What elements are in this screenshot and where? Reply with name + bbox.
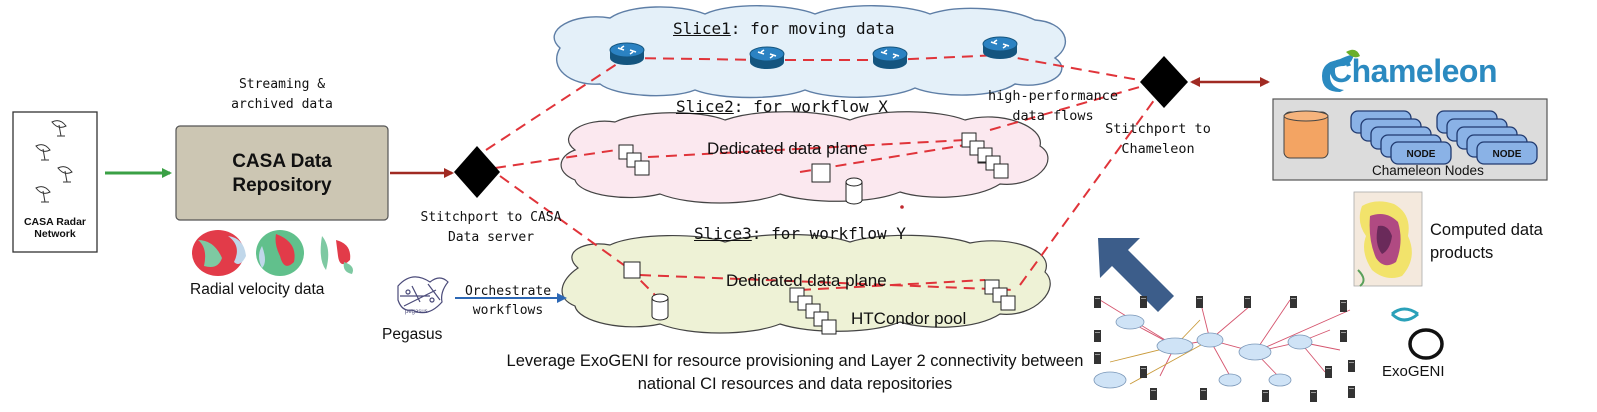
computed-label: Computed data products [1430,221,1543,262]
slice1-title: Slice1: for moving data [673,19,895,38]
casa-repository-box [175,125,389,221]
slice2-desc: : for workflow X [733,97,888,116]
server-node-icon [623,261,641,279]
slice3-desc: : for workflow Y [751,224,906,243]
server-node-icon [811,163,831,183]
pegasus-logo [397,276,449,314]
stitchport-chameleon-diamond [1140,56,1188,108]
exogeni-logo-text: ExoGENI [1382,363,1445,380]
radial-velocity-images [192,230,361,276]
radial-velocity-label: Radial velocity data [190,281,325,298]
slice3-name: Slice3 [694,224,752,243]
slice2-name: Slice2 [676,97,734,116]
leverage-caption: Leverage ExoGENI for resource provisioni… [506,352,1084,393]
htcondor-label: HTCondor pool [851,309,967,328]
router-icon [749,46,785,70]
chameleon-storage-top [1283,110,1329,122]
high-performance-label: high-performance data flows [987,88,1119,124]
dot-marker [900,205,904,209]
node-label: NODE [1407,149,1436,160]
router-icon [872,46,908,70]
stitchport-casa-label: Stitchport to CASA Data server [420,210,562,245]
slice2-cloud [560,111,1049,204]
exogeni-arrow [1098,238,1174,312]
slice1-cloud [553,5,1067,99]
streaming-label: Streaming & archived data [231,77,333,112]
exogeni-network-map [1093,296,1355,402]
repository-label: CASA Data Repository [232,151,332,196]
stitchport-chameleon-label: Stitchport to Chameleon [1105,121,1211,157]
stitchport-casa-diamond [454,146,500,198]
pegasus-label: Pegasus [382,326,443,343]
slice2-plane-label: Dedicated data plane [707,139,868,158]
database-icon [845,177,863,205]
slice2-title: Slice2: for workflow X [676,97,888,116]
node-label: NODE [1493,149,1522,160]
radar-network-box [12,111,98,253]
router-icon [609,42,645,66]
computed-map-image [1353,191,1423,287]
database-icon [651,293,669,321]
slice3-cloud [561,233,1051,334]
slice3-title: Slice3: for workflow Y [694,224,906,243]
slice3-plane-label: Dedicated data plane [726,271,887,290]
chameleon-logo-text: Chameleon [1329,53,1497,89]
chameleon-nodes-label: Chameleon Nodes [1372,163,1484,178]
exogeni-logo-icon [1390,307,1444,360]
chameleon-logo-icon [1322,54,1354,92]
orchestrate-label: Orchestrate workflows [464,284,552,318]
chameleon-eye-icon [1346,49,1360,58]
router-icon [982,36,1018,60]
slice1-name: Slice1 [673,19,731,38]
radar-network-label: CASA Radar Network [23,216,87,240]
pegasus-logo-text: pegasus [405,309,428,315]
slice1-desc: : for moving data [730,19,895,38]
